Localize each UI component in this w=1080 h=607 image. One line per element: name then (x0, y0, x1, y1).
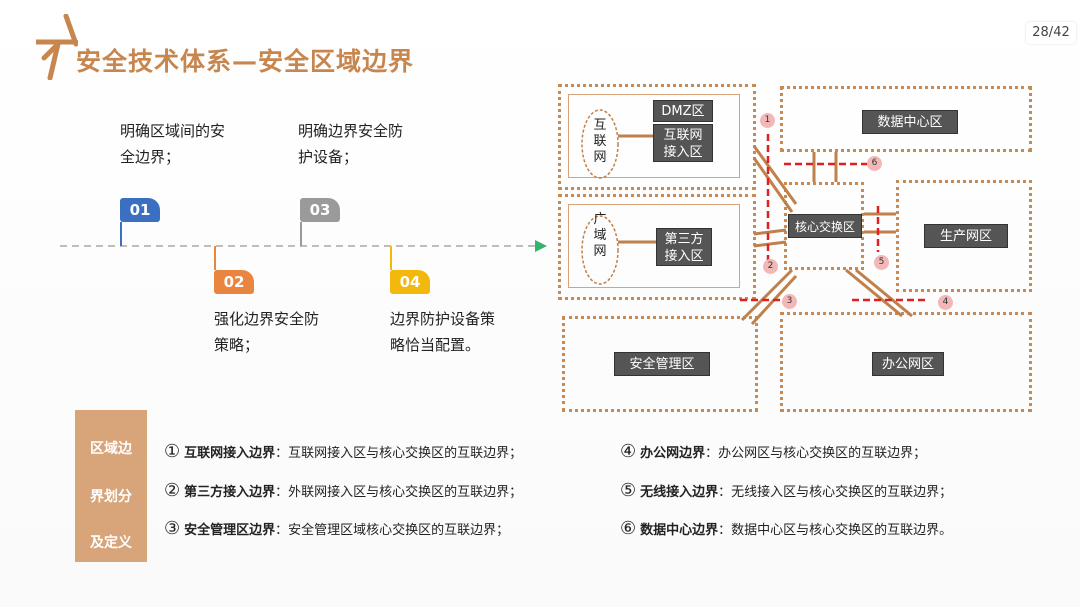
internet-inner (568, 94, 740, 178)
security-mgmt-zone (562, 316, 758, 412)
stem-04 (390, 246, 392, 270)
internet-zone (558, 84, 756, 190)
stem-03 (300, 222, 302, 246)
step-badge-01: 01 (120, 198, 160, 222)
step-text-03: 明确边界安全防护设备； (298, 122, 404, 166)
legend-side-line-2: 界划分 (90, 489, 132, 505)
legend-side-line-1: 区域边 (90, 441, 132, 457)
dmz-label: DMZ区 (653, 100, 713, 122)
step-badge-04: 04 (390, 270, 430, 294)
page-title: 安全技术体系—安全区域边界 (76, 47, 415, 76)
step-text-01: 明确区域间的安全边界； (120, 122, 226, 166)
marker-1: 1 (760, 113, 775, 128)
production-label: 生产网区 (924, 224, 1008, 248)
step-badge-03: 03 (300, 198, 340, 222)
marker-4: 4 (938, 295, 953, 310)
office-label: 办公网区 (872, 352, 944, 376)
marker-3: 3 (782, 294, 797, 309)
internet-cloud-label: 互 联 网 (593, 118, 607, 165)
marker-6: 6 (867, 156, 882, 171)
stem-01 (120, 222, 122, 246)
core-zone (784, 182, 864, 270)
logo-mark-icon (36, 14, 78, 80)
core-switch-label: 核心交换区 (788, 214, 862, 238)
internet-access-label: 互联网 接入区 (653, 124, 713, 162)
step-text-04: 边界防护设备策略恰当配置。 (390, 310, 496, 354)
legend-side-panel: 区域边 界划分 及定义 (75, 410, 147, 562)
page-number: 28/42 (1026, 22, 1076, 44)
step-text-02: 强化边界安全防策略； (214, 310, 320, 354)
diagram-lines (581, 109, 926, 326)
wan-inner (568, 204, 740, 288)
datacenter-zone (780, 86, 1032, 152)
marker-5: 5 (874, 255, 889, 270)
production-zone (896, 180, 1032, 292)
wan-cloud-label: 广 域 网 (593, 212, 607, 259)
step-badge-02: 02 (214, 270, 254, 294)
marker-2: 2 (763, 259, 778, 274)
timeline-arrow (60, 240, 547, 252)
security-mgmt-label: 安全管理区 (614, 352, 710, 376)
stem-02 (214, 246, 216, 270)
office-zone (780, 312, 1032, 412)
datacenter-label: 数据中心区 (862, 110, 958, 134)
legend-side-line-3: 及定义 (90, 535, 132, 551)
third-party-access-label: 第三方 接入区 (656, 228, 712, 266)
